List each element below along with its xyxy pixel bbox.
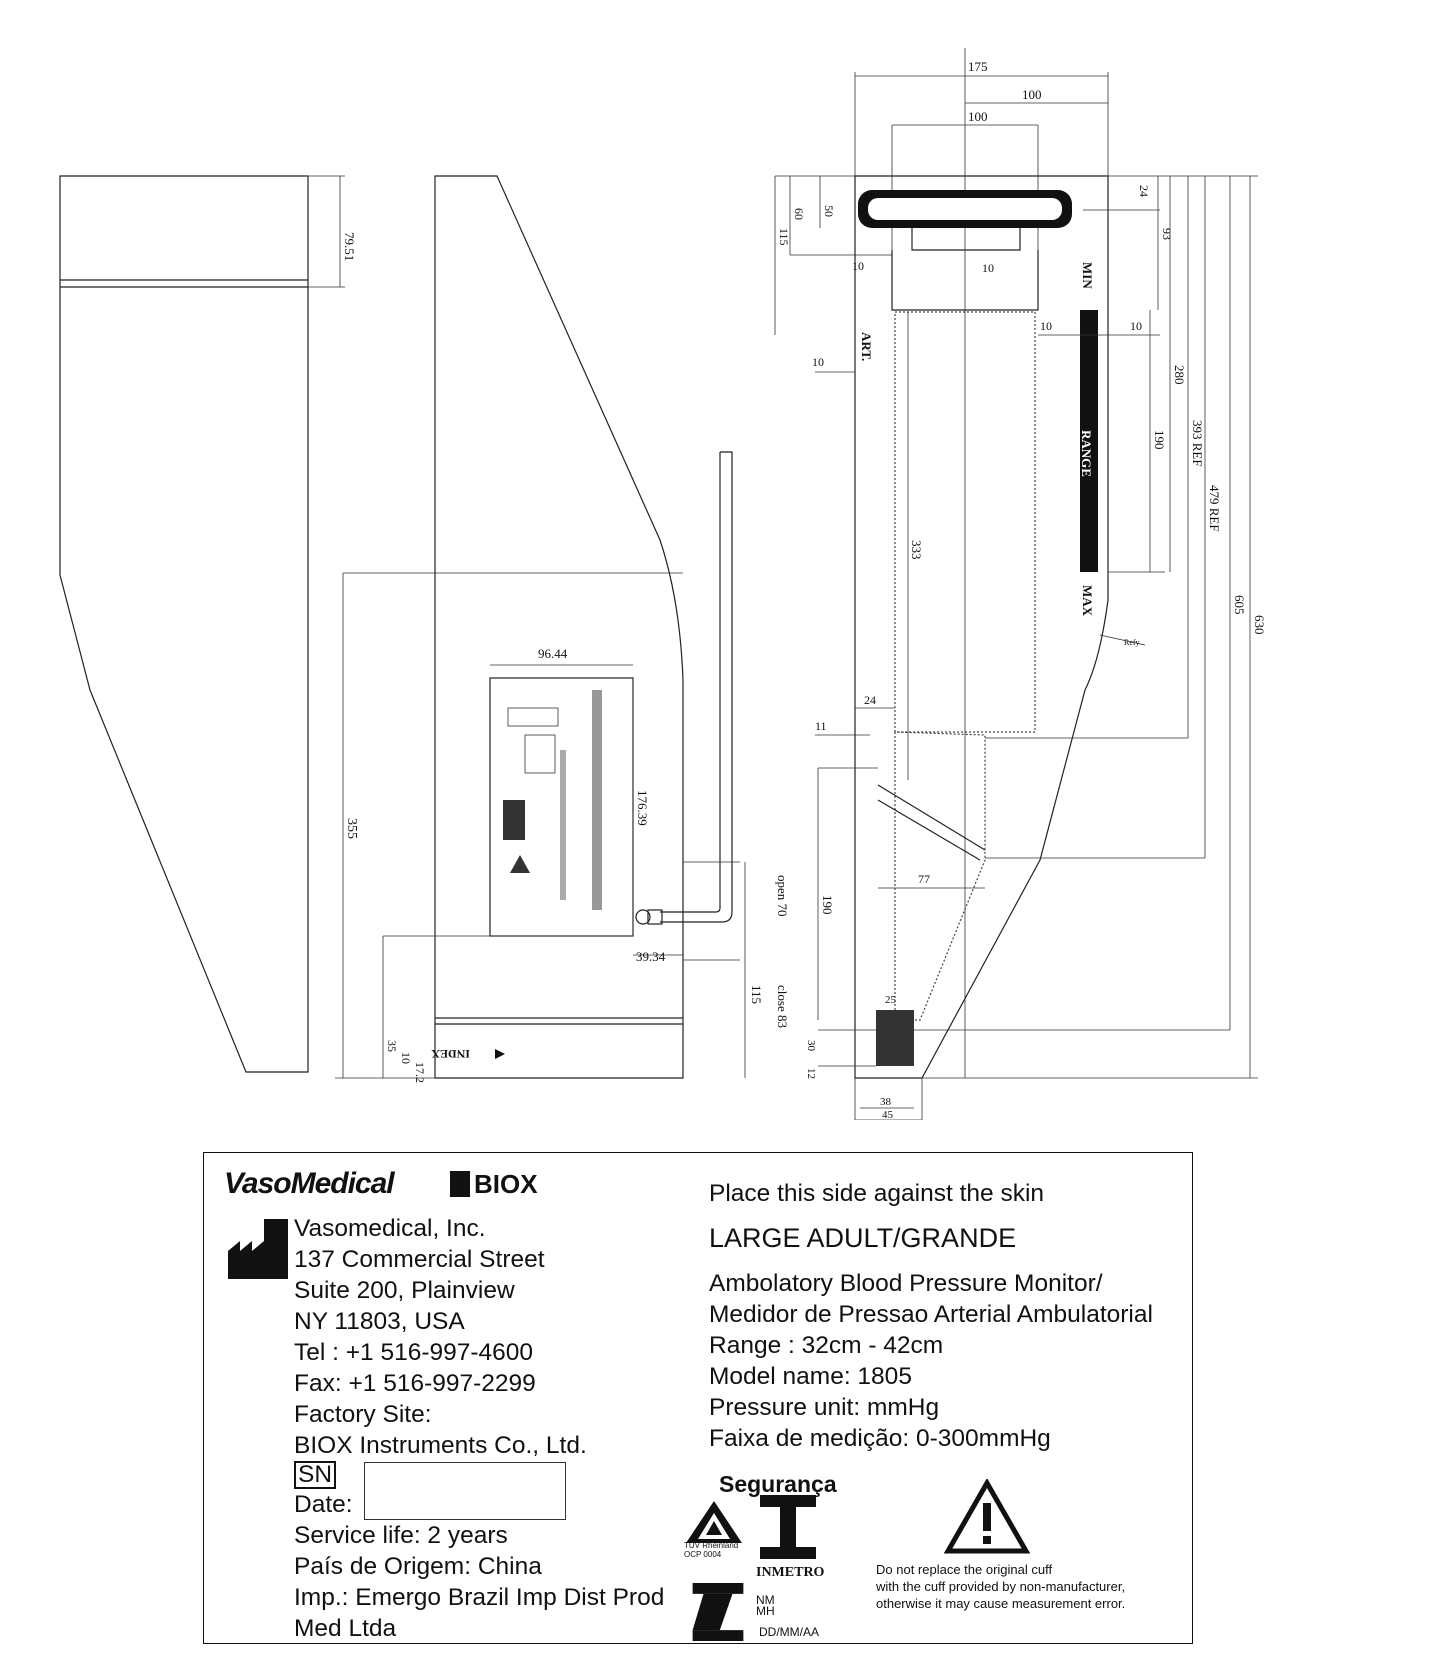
middle-view: 96.44 176.39 355 35 10 17.2 INDEX 39.34 …: [335, 175, 790, 1083]
model-name: Model name: 1805: [709, 1363, 912, 1390]
warning-text: Do not replace the original cuff with th…: [876, 1561, 1125, 1612]
vasomedical-logo: VasoMedical: [224, 1167, 395, 1200]
dim-24-b: 24: [864, 693, 876, 707]
min-mark: MIN: [1080, 262, 1095, 289]
mfr-line-4: NY 11803, USA: [294, 1308, 465, 1335]
warning-triangle-icon: [944, 1479, 1030, 1554]
dim-176-39: 176.39: [635, 790, 650, 826]
dim-10-c: 10: [812, 355, 824, 369]
dim-190-b: 190: [820, 895, 835, 915]
dim-12: 12: [805, 1068, 817, 1079]
dim-100-b: 100: [968, 109, 988, 124]
dim-35: 35: [385, 1040, 399, 1052]
cuff-size: LARGE ADULT/GRANDE: [709, 1223, 1017, 1253]
right-front-view: 175 100 100 RANGE MIN MAX ART. Refy 24 9…: [774, 48, 1267, 1120]
mfr-line-2: 137 Commercial Street: [294, 1246, 545, 1273]
dim-11: 11: [815, 719, 827, 733]
dim-393-ref: 393 REF: [1190, 420, 1205, 467]
biox-logo: BIOX: [450, 1169, 538, 1200]
date-label: Date:: [294, 1491, 353, 1518]
cuff-range: Range : 32cm - 42cm: [709, 1332, 944, 1359]
dim-77: 77: [918, 872, 930, 886]
device-info-block: Place this side against the skin LARGE A…: [709, 1178, 1179, 1454]
biox-logo-text: BIOX: [474, 1169, 538, 1199]
nm-text: NM: [756, 1593, 775, 1607]
pressure-unit: Pressure unit: mmHg: [709, 1394, 940, 1421]
inmetro-small-icon: [692, 1583, 744, 1641]
inmetro-label: INMETRO: [756, 1565, 825, 1580]
dim-25: 25: [885, 994, 897, 1006]
dim-60: 60: [792, 208, 806, 220]
dim-79-51: 79.51: [342, 232, 357, 261]
index-mark: INDEX: [431, 1047, 470, 1061]
warning-line-3: otherwise it may cause measurement error…: [876, 1596, 1126, 1611]
ref-small: Refy: [1124, 638, 1140, 647]
sn-row: SN: [294, 1461, 714, 1489]
dim-115-a: 115: [777, 228, 791, 246]
technical-drawing: 79.51 96.44 176.39 355 35 10 17.2 INDEX: [59, 48, 1267, 1120]
art-mark: ART.: [859, 332, 874, 361]
dim-10-f: 10: [399, 1052, 413, 1064]
manufacturer-block: Vasomedical, Inc. 137 Commercial Street …: [294, 1213, 714, 1644]
sn-date-box: [364, 1462, 566, 1520]
dim-50: 50: [822, 205, 836, 217]
ocp-code: OCP 0004: [684, 1550, 722, 1559]
dim-close-83: close 83: [775, 985, 790, 1028]
manufacturer-icon: [228, 1219, 288, 1279]
dim-175: 175: [968, 59, 988, 74]
dim-115-b: 115: [749, 985, 764, 1004]
inmetro-icon: [760, 1495, 816, 1559]
dim-24-a: 24: [1137, 185, 1151, 197]
dim-96-44: 96.44: [538, 646, 568, 661]
warning-line-2: with the cuff provided by non-manufactur…: [876, 1579, 1126, 1594]
dim-190-a: 190: [1152, 430, 1167, 450]
dim-100-a: 100: [1022, 87, 1042, 102]
biox-mark-icon: [450, 1171, 470, 1197]
dim-17-2: 17.2: [413, 1062, 427, 1083]
dim-355: 355: [344, 818, 359, 839]
dim-10-b: 10: [982, 261, 994, 275]
sn-label: SN: [294, 1461, 337, 1489]
dim-45: 45: [882, 1109, 894, 1120]
place-skin-note: Place this side against the skin: [709, 1180, 1045, 1207]
dim-10-e: 10: [1130, 319, 1142, 333]
dim-280: 280: [1172, 365, 1187, 385]
dim-39-34: 39.34: [636, 949, 666, 964]
tuv-name: TÜV Rheinland: [684, 1541, 739, 1550]
dim-10-a: 10: [852, 259, 864, 273]
mfr-line-5: Tel : +1 516-997-4600: [294, 1339, 534, 1366]
dim-605: 605: [1232, 595, 1247, 615]
mfr-line-8: BIOX Instruments Co., Ltd.: [294, 1432, 587, 1459]
dim-10-d: 10: [1040, 319, 1052, 333]
tuv-triangle-icon: [686, 1501, 742, 1543]
date-format: DD/MM/AA: [759, 1625, 819, 1639]
dim-479-ref: 479 REF: [1207, 485, 1222, 532]
dim-38: 38: [880, 1096, 892, 1108]
product-label: VasoMedical BIOX Vasomedical, Inc. 137 C…: [203, 1152, 1193, 1644]
dim-630: 630: [1252, 615, 1267, 635]
service-life: Service life: 2 years: [294, 1522, 508, 1549]
mfr-line-7: Factory Site:: [294, 1401, 432, 1428]
mfr-line-6: Fax: +1 516-997-2299: [294, 1370, 536, 1397]
mfr-line-1: Vasomedical, Inc.: [294, 1215, 486, 1242]
warning-line-1: Do not replace the original cuff: [876, 1562, 1053, 1577]
mh-text: MH: [756, 1604, 775, 1618]
dim-open-70: open 70: [775, 875, 790, 917]
importer: Imp.: Emergo Brazil Imp Dist Prod: [294, 1584, 665, 1611]
max-mark: MAX: [1080, 585, 1095, 617]
faixa-medicao: Faixa de medição: 0-300mmHg: [709, 1425, 1051, 1452]
country-origin: País de Origem: China: [294, 1553, 542, 1580]
dim-93: 93: [1160, 228, 1174, 240]
dim-333: 333: [909, 540, 924, 560]
range-mark: RANGE: [1079, 430, 1094, 477]
mfr-line-3: Suite 200, Plainview: [294, 1277, 515, 1304]
dim-30: 30: [805, 1040, 817, 1052]
device-name-1: Ambolatory Blood Pressure Monitor/: [709, 1270, 1103, 1297]
importer-2: Med Ltda: [294, 1615, 397, 1642]
device-name-2: Medidor de Pressao Arterial Ambulatorial: [709, 1301, 1153, 1328]
seguranca-title: Segurança: [719, 1471, 837, 1497]
left-side-view: 79.51: [59, 175, 357, 1073]
